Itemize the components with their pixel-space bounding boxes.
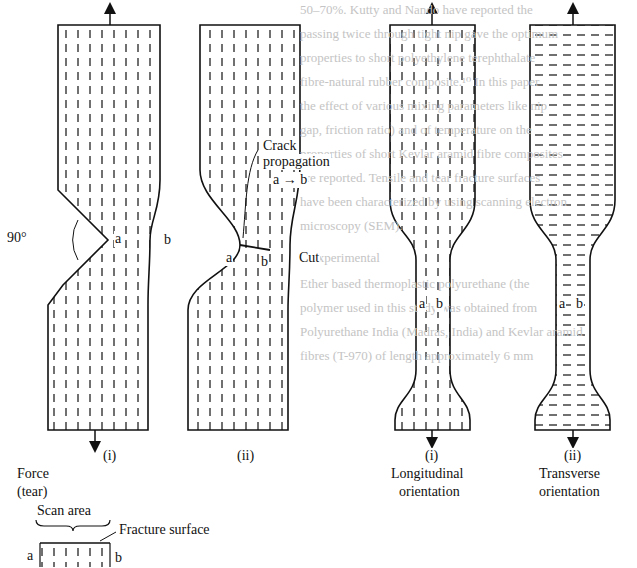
figure-label: a (418, 296, 426, 312)
figure-label: Longitudinal (390, 466, 464, 482)
figure-label: a (114, 231, 122, 247)
figure-label: a → b (272, 172, 308, 188)
page-text: microscopy (SEM). (300, 218, 403, 233)
figure-label: (i) (102, 448, 117, 464)
page-text: properties of short Kevlar aramid fibre … (300, 146, 563, 161)
figure-label: Crack (262, 138, 297, 154)
page-text: Ether based thermoplastic polyurethane (… (300, 276, 530, 291)
figure-label: Force (16, 466, 50, 482)
page-text: gap, friction ratio) and of temperature … (300, 122, 532, 137)
page-text: passing twice through tight nip gave the… (300, 26, 558, 41)
figure-label: a (26, 548, 34, 564)
figure-label: b (575, 296, 584, 312)
page-text: 50–70%. Kutty and Nando have reported th… (300, 2, 533, 17)
page-text: are reported. Tensile and tear fracture … (300, 170, 540, 185)
figure-label: b (114, 550, 123, 566)
page-text: the effect of various mixing parameters … (300, 98, 547, 113)
figure-label: b (260, 254, 269, 270)
figure-label: a (225, 250, 233, 266)
figure-label: Scan area (36, 503, 92, 519)
figure-label: (tear) (16, 484, 48, 500)
figure-label: (ii) (236, 448, 255, 464)
figure-label: orientation (398, 484, 461, 500)
page-text: fibre-natural rubber composite.¹⁰ In thi… (300, 74, 539, 89)
figure-label: b (435, 296, 444, 312)
page-text: have been characterized by using scannin… (300, 194, 567, 209)
figure-label: propagation (262, 154, 331, 170)
figure-label: Fracture surface (118, 522, 211, 538)
figure-label: 90° (6, 230, 28, 246)
figure-label: Transverse (538, 466, 601, 482)
page-text: fibres (T-970) of length approximately 6… (300, 348, 533, 363)
figure-label: Cut (298, 250, 320, 266)
figure-label: (ii) (563, 448, 582, 464)
figure-label: a (558, 296, 566, 312)
figure-label: (i) (424, 448, 439, 464)
page-text: properties to short polyethylene terepht… (300, 50, 535, 65)
figure-label: b (163, 232, 172, 248)
page-text: Polyurethane India (Madras, India) and K… (300, 324, 583, 339)
figure-label: orientation (538, 484, 601, 500)
